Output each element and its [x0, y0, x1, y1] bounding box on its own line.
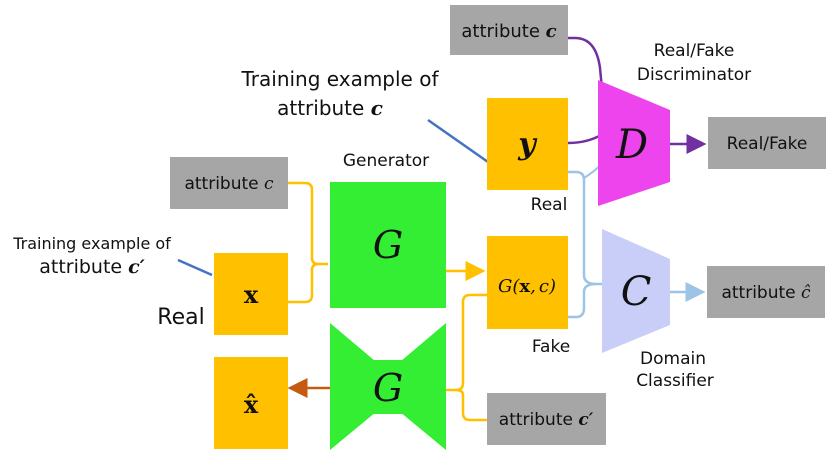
classifier-label-line1: Domain [640, 349, 706, 369]
edge-x-to-generator [288, 262, 319, 304]
attribute-hat-output-box [707, 266, 825, 318]
real-fake-output-label: Real/Fake [727, 134, 808, 154]
pointer-training-top [427, 118, 489, 164]
edge-gxc-to-generator-bottom [446, 293, 487, 392]
training-left-line2: attribute c′ [39, 256, 145, 278]
real-label-y: Real [531, 195, 568, 215]
classifier-symbol: C [621, 269, 652, 315]
xhat-box [214, 357, 288, 449]
edge-attr-cprime-to-generator-bottom [455, 388, 487, 422]
training-left-line1: Training example of [12, 234, 171, 253]
classifier-shape [602, 229, 670, 353]
x-box [214, 253, 288, 335]
discriminator-label-line1: Real/Fake [654, 41, 735, 61]
gxc-symbol: G(x,c) [498, 276, 556, 297]
discriminator-label-line2: Discriminator [637, 65, 751, 85]
real-fake-output-box [708, 117, 826, 169]
edge-attr-c-to-discriminator [568, 36, 606, 111]
attribute-c-generator-label: attribute c [184, 174, 274, 194]
generator-top-symbol: G [373, 223, 403, 267]
x-symbol: x [244, 280, 259, 309]
gxc-box [487, 236, 568, 329]
real-label-x: Real [157, 305, 204, 330]
classifier-label-line2: Classifier [636, 371, 714, 391]
fake-label: Fake [532, 337, 570, 357]
edge-gxc-to-classifier [568, 282, 597, 319]
edge-attr-c-to-generator [288, 181, 328, 266]
xhat-symbol: x̂ [244, 390, 259, 419]
attribute-c-generator-box [170, 157, 288, 209]
training-top-line1: Training example of [241, 67, 440, 91]
discriminator-shape [598, 80, 670, 206]
generator-label: Generator [343, 151, 429, 171]
attribute-c-top-box [450, 5, 568, 55]
y-symbol: y [517, 127, 538, 162]
training-top-line2: attribute c [277, 96, 383, 120]
attribute-cprime-label: attribute c′ [499, 410, 594, 430]
generator-bottom-core [345, 360, 431, 414]
y-box [487, 98, 568, 190]
discriminator-symbol: D [615, 122, 648, 168]
attribute-c-top-label: attribute c [461, 21, 556, 42]
pointer-training-left [177, 258, 213, 277]
generator-bottom-symbol: G [373, 366, 403, 410]
generator-top-core [345, 220, 431, 270]
attribute-hat-output-label: attribute ĉ [721, 283, 811, 303]
attribute-cprime-box [487, 393, 606, 445]
